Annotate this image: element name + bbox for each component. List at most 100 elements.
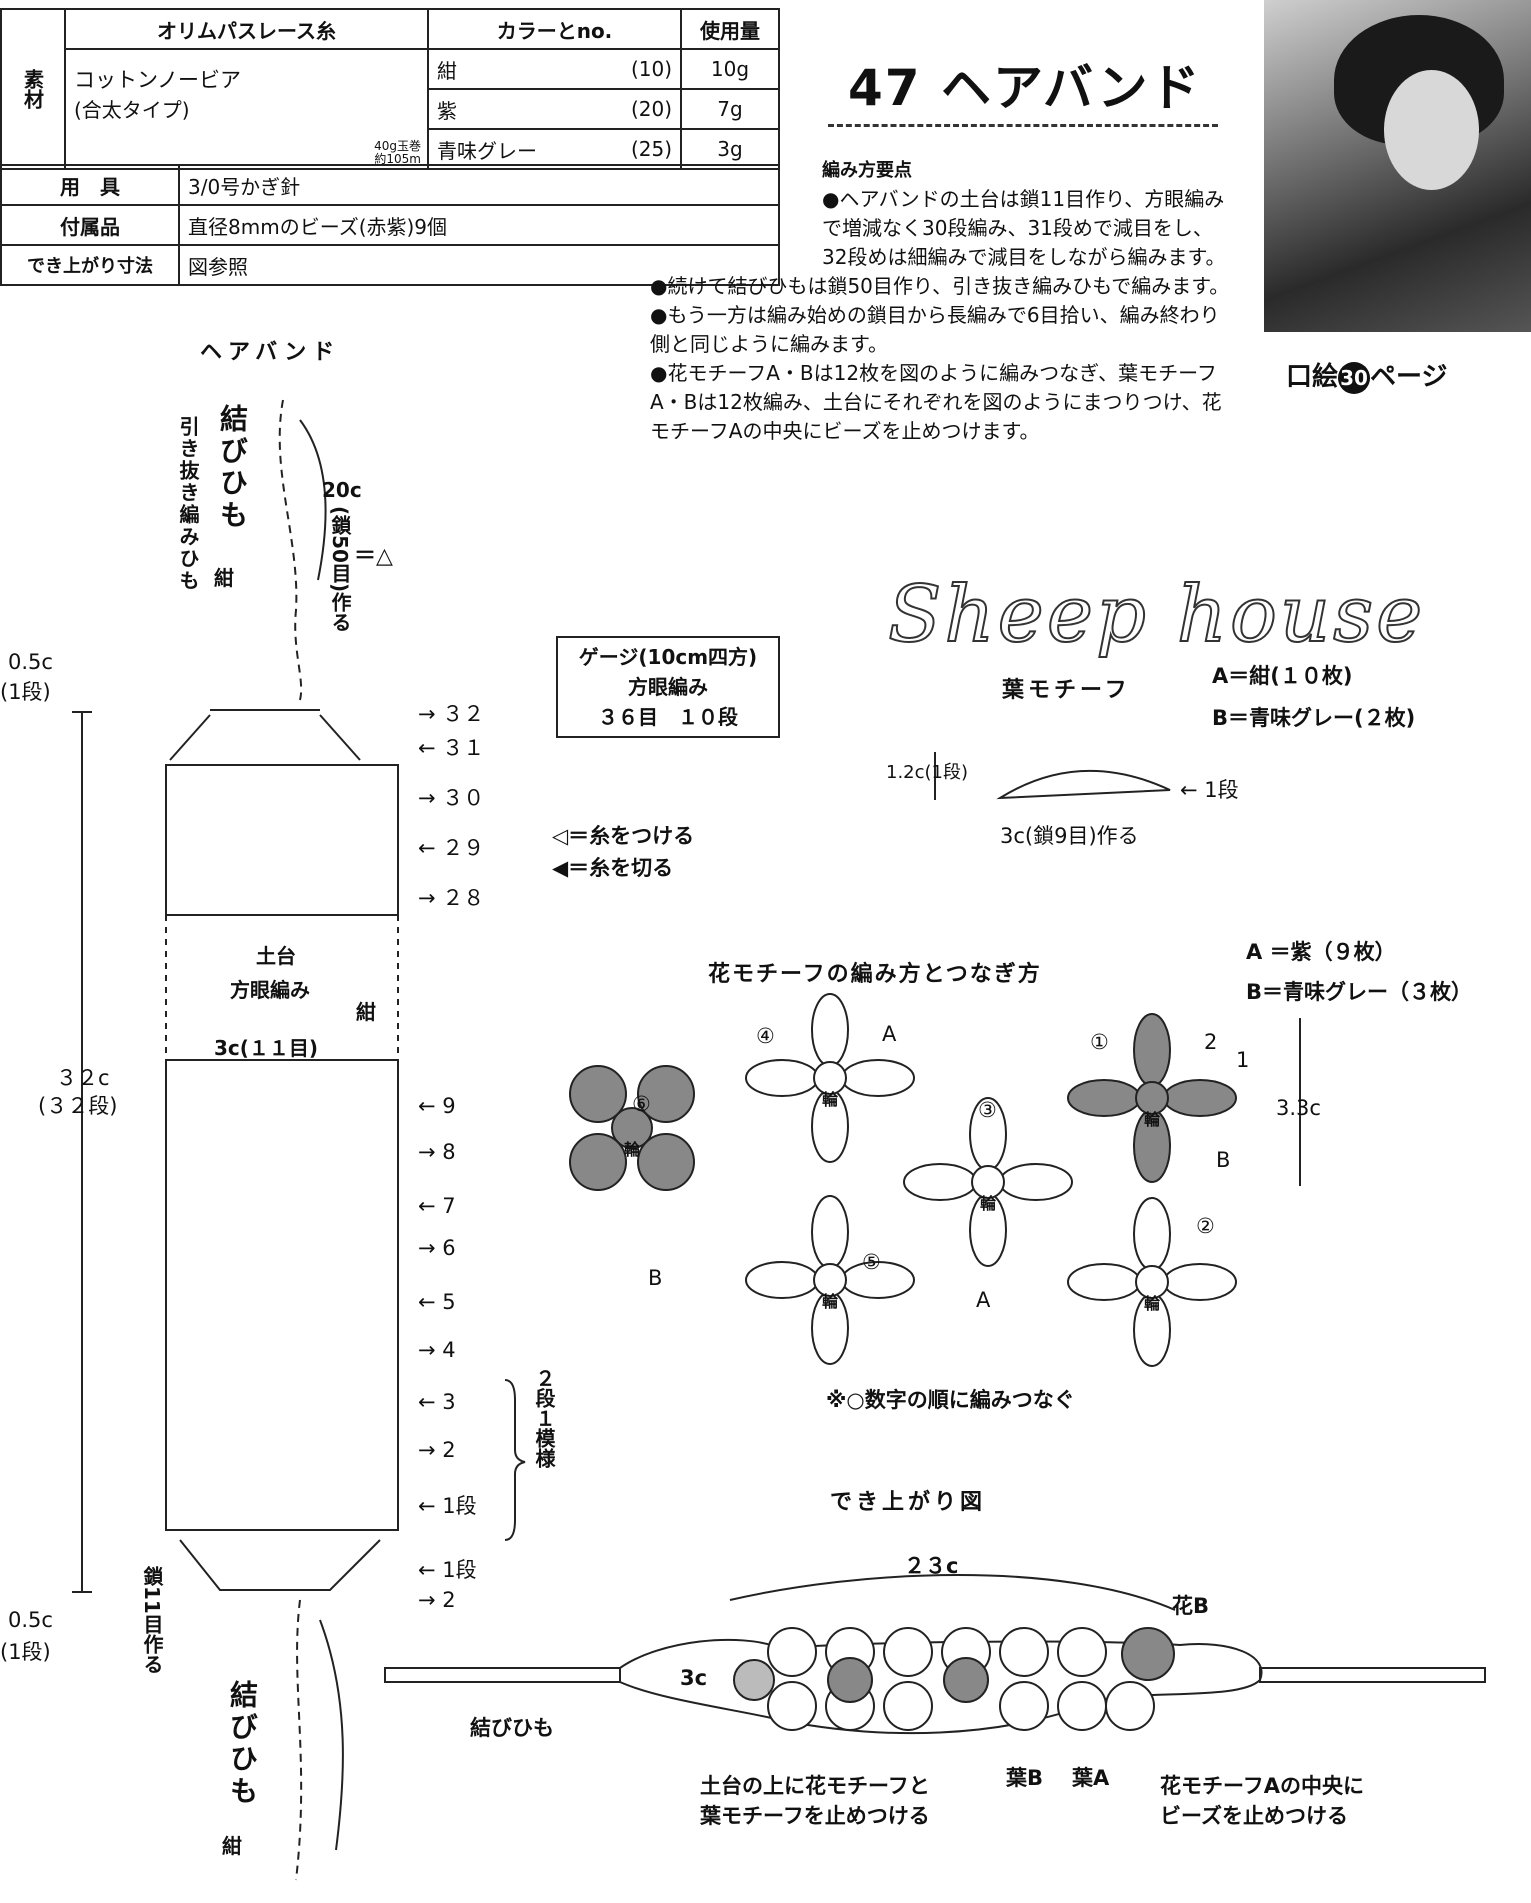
ring-label-1: 輪 <box>1144 1110 1161 1129</box>
width-label: 3c(１１目) <box>214 1036 319 1060</box>
row-32: → ３２ <box>418 702 485 726</box>
leaf-chain: 3c(鎖9目)作る <box>1000 824 1139 848</box>
finished-length: ２３c <box>904 1554 959 1578</box>
row-1: ← 1段 <box>418 1494 477 1518</box>
flower-label-a-top: A <box>882 1022 897 1046</box>
flower-motif-3 <box>903 1097 1073 1267</box>
yarn-ball: 40g玉巻 <box>374 139 421 153</box>
tie-bottom-arrow <box>319 1619 344 1851</box>
finished-note1b: 葉モチーフを止めつける <box>700 1804 930 1828</box>
flower-num-2: ② <box>1196 1214 1215 1238</box>
flower-motif-6 <box>569 1065 695 1191</box>
tie-top-chain <box>278 399 303 701</box>
instruction-4: ●花モチーフA・Bは12枚を図のように編みつなぎ、葉モチーフA・Bは12枚編み、… <box>650 361 1222 443</box>
row-7: ← 7 <box>418 1194 456 1218</box>
size-label: でき上がり寸法 <box>0 244 180 286</box>
flower-round-2: 2 <box>1204 1030 1218 1054</box>
ring-label-4: 輪 <box>822 1090 839 1109</box>
finished-flower-b: 花B <box>1172 1594 1210 1618</box>
gauge-line1: ゲージ(10cm四方) <box>578 645 758 669</box>
dim-line-left <box>72 711 92 1593</box>
leaf-height: 1.2c(1段) <box>886 762 969 783</box>
end-rows-bottom: (1段) <box>0 1640 51 1664</box>
flower-note: ※○数字の順に編みつなぐ <box>826 1388 1075 1412</box>
kuchie-prefix: 口絵 <box>1286 362 1339 392</box>
color-amount-1: 10g <box>680 48 780 90</box>
tie-top-color: 紺 <box>214 566 234 590</box>
end-rows-top: (1段) <box>0 680 51 704</box>
body-height: ３２c <box>56 1066 110 1090</box>
kuchie-num: 30 <box>1338 362 1371 394</box>
flower-num-1: ① <box>1090 1030 1109 1054</box>
color-no-1: (10) <box>597 48 682 90</box>
finished-tie-right <box>1259 1667 1486 1683</box>
flower-label-b-right: B <box>1216 1148 1231 1172</box>
flower-num-6: ⑥ <box>632 1092 651 1116</box>
tie-top-label: 結びひも <box>216 404 249 532</box>
kuchie-suffix: ページ <box>1370 362 1448 392</box>
color-header: カラーとno. <box>427 8 682 50</box>
base-label: 土台 <box>256 944 296 968</box>
finished-title: でき上がり図 <box>830 1490 987 1515</box>
flower-round-1: 1 <box>1236 1048 1250 1072</box>
finished-length-arc <box>729 1574 1176 1611</box>
row-4: → 4 <box>418 1338 456 1362</box>
flower-label-a-bottom: A <box>976 1288 991 1312</box>
leaf-row: ← 1段 <box>1180 778 1239 802</box>
leaf-motif-title: 葉モチーフ <box>1002 678 1131 703</box>
gauge-line2: 方眼編み <box>628 675 708 699</box>
tie-bottom-chain <box>295 1599 303 1881</box>
color-amount-2: 7g <box>680 88 780 130</box>
color-name-2: 紫 <box>426 88 598 130</box>
size-value: 図参照 <box>178 244 780 286</box>
tie-bottom-label: 結びひも <box>226 1680 259 1808</box>
flower-motif-a: A ＝紫（９枚） <box>1246 940 1396 964</box>
leaf-motif-chart <box>996 769 1171 800</box>
row-3: ← 3 <box>418 1390 456 1414</box>
row-30: → ３０ <box>418 786 485 810</box>
row-6: → 6 <box>418 1236 456 1260</box>
tie-bottom-color: 紺 <box>222 1834 242 1858</box>
tie-chain: (鎖50目)作る <box>328 506 352 633</box>
instruction-3: ●もう一方は編み始めの鎖目から長編みで6目拾い、編み終わり側と同じように編みます… <box>650 303 1220 356</box>
flower-motif-title: 花モチーフの編み方とつなぎ方 <box>708 962 1042 987</box>
flower-motif-5 <box>745 1195 915 1365</box>
repeat-label: ２段１模様 <box>532 1368 556 1468</box>
accessory-label: 付属品 <box>0 204 180 246</box>
finished-leaf-b: 葉B <box>1006 1766 1044 1790</box>
title-divider <box>828 124 1218 127</box>
flower-size: 3.3c <box>1276 1096 1321 1120</box>
ring-label-5: 輪 <box>822 1292 839 1311</box>
legend-attach: ◁＝糸をつける <box>552 824 695 848</box>
end-row-1: ← 1段 <box>418 1558 477 1582</box>
body-rows: (３２段) <box>38 1094 118 1118</box>
row-31: ← ３１ <box>418 736 485 760</box>
finished-flowers <box>733 1627 1175 1731</box>
base-stitch: 方眼編み <box>230 978 310 1002</box>
flower-motif-1 <box>1067 1013 1237 1183</box>
end-row-2: → 2 <box>418 1588 456 1612</box>
instructions: 編み方要点 ●ヘアバンドの土台は鎖11目作り、方眼編みで増減なく30段編み、31… <box>650 156 1240 446</box>
row-28: → ２８ <box>418 886 485 910</box>
tie-top-arrow <box>299 419 327 581</box>
model-photo <box>1264 0 1531 332</box>
amount-header: 使用量 <box>680 8 780 50</box>
flower-num-5: ⑤ <box>862 1250 881 1274</box>
yarn-brand: オリムパスレース糸 <box>64 8 429 50</box>
yarn-name: コットンノービア <box>74 68 241 92</box>
photo-face <box>1384 70 1479 190</box>
ring-label-3: 輪 <box>980 1194 997 1213</box>
tools-table: 用 具 3/0号かぎ針 付属品 直径8mmのビーズ(赤紫)9個 でき上がり寸法 … <box>0 164 780 286</box>
finished-note2a: 花モチーフAの中央に <box>1160 1774 1364 1798</box>
tool-value: 3/0号かぎ針 <box>178 164 780 206</box>
color-amount-3: 3g <box>680 128 780 170</box>
ring-label-6: 輪 <box>624 1140 641 1159</box>
material-label: 素材 <box>0 8 66 170</box>
color-no-2: (20) <box>597 88 682 130</box>
row-29: ← ２９ <box>418 836 485 860</box>
row-8: → 8 <box>418 1140 456 1164</box>
yarn-cell: コットンノービア (合太タイプ) 40g玉巻 約105m <box>64 48 429 170</box>
accessory-value: 直径8mmのビーズ(赤紫)9個 <box>178 204 780 246</box>
